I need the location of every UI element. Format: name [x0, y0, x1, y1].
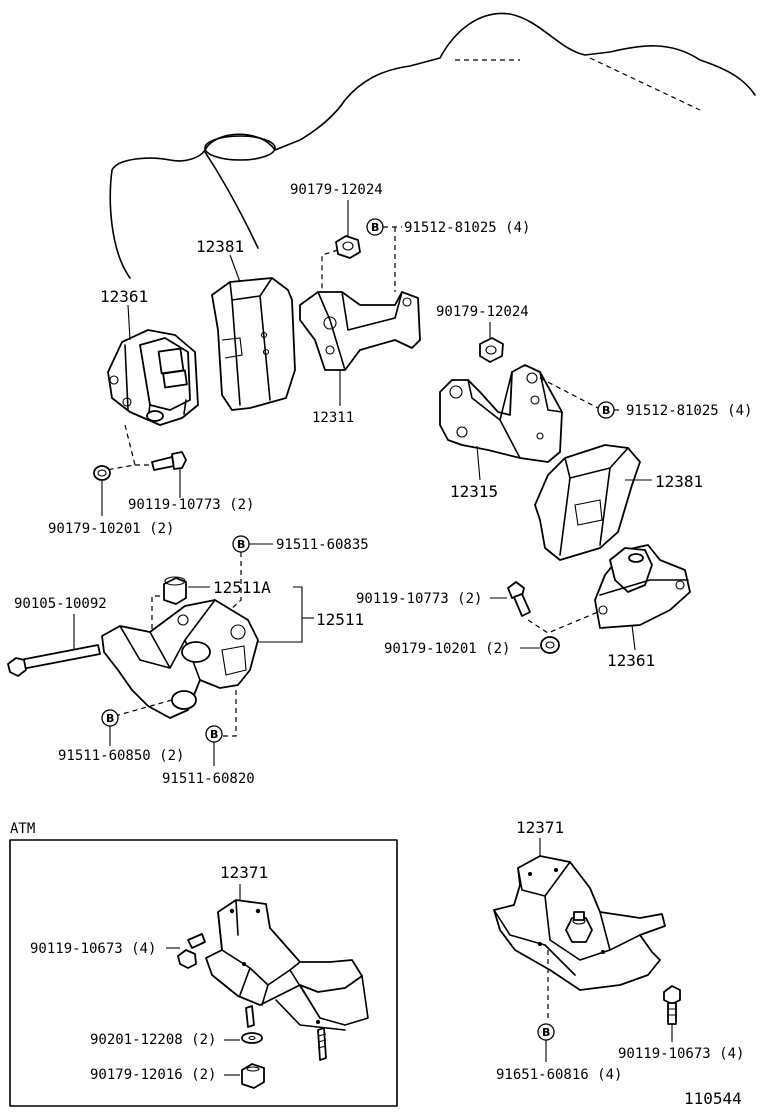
bolt-90119-10773-left [151, 451, 187, 471]
label-12381-left: 12381 [196, 237, 244, 256]
bracket-12511 [101, 599, 259, 719]
label-91511-60850: 91511-60850 (2) [58, 748, 184, 764]
label-12361-right: 12361 [607, 651, 655, 670]
nut-90179-10201-right [540, 636, 560, 654]
label-91512-81025-top: 91512-81025 (4) [404, 220, 530, 236]
bracket-12311 [299, 291, 421, 371]
bolt-marker-letter: B [542, 1026, 550, 1039]
bolt-marker-letter: B [210, 728, 218, 741]
label-90201-12208: 90201-12208 (2) [90, 1032, 216, 1048]
bolt-marker-letter: B [237, 538, 245, 551]
mount-12371-atm [205, 899, 369, 1031]
label-90105-10092: 90105-10092 [14, 596, 107, 612]
label-91511-60820: 91511-60820 [162, 771, 255, 787]
label-90179-10201-left: 90179-10201 (2) [48, 521, 174, 537]
nut-90179-12016 [241, 1063, 265, 1089]
bolt-marker-91511-60835: B [232, 535, 250, 553]
bolt-marker-91512-81025-right: B [597, 401, 615, 419]
mount-12361-left [107, 329, 199, 426]
label-90179-12016: 90179-12016 (2) [90, 1067, 216, 1083]
label-12371-atm: 12371 [220, 863, 268, 882]
label-90179-12024-top: 90179-12024 [290, 182, 383, 198]
label-90119-10673-right: 90119-10673 (4) [618, 1046, 744, 1062]
label-91651-60816: 91651-60816 (4) [496, 1067, 622, 1083]
mount-12361-right [594, 544, 691, 629]
label-atm: ATM [10, 821, 35, 837]
washer-90201-12208 [241, 1032, 263, 1044]
bracket-12315 [439, 364, 563, 463]
nut-90179-12024-right [479, 337, 504, 363]
bolt-marker-letter: B [602, 404, 610, 417]
engine-outline [109, 12, 756, 279]
label-12315: 12315 [450, 482, 498, 501]
label-90179-12024-right: 90179-12024 [436, 304, 529, 320]
label-12371-right: 12371 [516, 818, 564, 837]
part-90179-12024-nut-top [335, 235, 361, 259]
bolt-marker-91651-60816: B [537, 1023, 555, 1041]
bolt-marker-91512-81025-top: B [366, 218, 384, 236]
nut-90179-10201-left [93, 465, 111, 481]
mount-12371-right [493, 855, 666, 991]
bolt-marker-91511-60820: B [205, 725, 223, 743]
bolt-marker-91511-60850: B [101, 709, 119, 727]
label-90119-10773-right: 90119-10773 (2) [356, 591, 482, 607]
bolt-marker-letter: B [106, 712, 114, 725]
label-90119-10673-atm: 90119-10673 (4) [30, 941, 156, 957]
label-12381-right: 12381 [655, 472, 703, 491]
label-12511: 12511 [316, 610, 364, 629]
atm-box [9, 839, 398, 1107]
bolt-marker-letter: B [371, 221, 379, 234]
stud-atm [245, 1005, 327, 1061]
label-91511-60835: 91511-60835 [276, 537, 369, 553]
pad-12381-right [534, 444, 641, 561]
label-90119-10773-left: 90119-10773 (2) [128, 497, 254, 513]
bushing-12511a [163, 576, 187, 605]
bolt-90119-10773-right [507, 581, 531, 617]
bolt-90105-10092 [7, 644, 101, 677]
bolt-90119-10673-atm [177, 933, 206, 969]
label-91512-81025-right: 91512-81025 (4) [626, 403, 752, 419]
label-12361-left: 12361 [100, 287, 148, 306]
label-12311: 12311 [312, 410, 354, 426]
pad-12381-left [211, 277, 296, 411]
label-12511a: 12511A [213, 578, 271, 597]
bolt-90119-10673-right [663, 985, 681, 1025]
figure-number: 110544 [684, 1089, 742, 1108]
label-90179-10201-right: 90179-10201 (2) [384, 641, 510, 657]
